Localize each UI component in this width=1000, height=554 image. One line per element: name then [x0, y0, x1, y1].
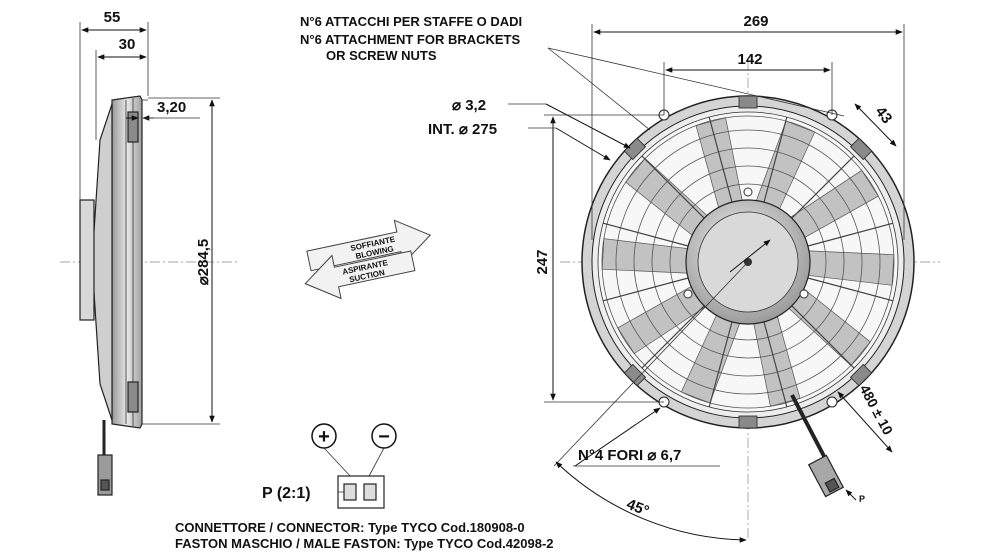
fan-grille — [601, 115, 895, 409]
dim-cable: 480 ± 10 — [857, 382, 897, 438]
connector-detail: + − P (2:1) CONNETTORE / CONNECTOR: Type… — [175, 423, 554, 551]
mount-hole — [826, 396, 838, 408]
grille-spoke — [641, 155, 705, 219]
grille-spoke — [763, 116, 788, 203]
attach-note-line3: OR SCREW NUTS — [326, 48, 437, 63]
plus-symbol: + — [318, 426, 330, 448]
grille-ring — [615, 129, 881, 395]
front-cable: P — [790, 394, 865, 504]
dim-43: 43 — [872, 103, 896, 127]
dim-width-mount: 142 — [737, 51, 762, 68]
grille-ring — [633, 147, 863, 377]
grille-ring — [601, 115, 895, 409]
grille-spoke — [763, 321, 788, 408]
airflow-indicator: SOFFIANTE BLOWING ASPIRANTE SUCTION — [304, 219, 432, 300]
attachment-tab — [738, 415, 758, 429]
dim-flange: 3,20 — [157, 99, 186, 116]
fan-side-profile — [79, 95, 148, 429]
attach-note-line1: N°6 ATTACCHI PER STAFFE O DADI — [300, 14, 522, 29]
attachment-tab — [623, 137, 647, 161]
grille-spoke — [791, 305, 855, 369]
grille-ring — [669, 183, 827, 341]
connector-spec: CONNETTORE / CONNECTOR: Type TYCO Cod.18… — [175, 520, 525, 535]
minus-symbol: − — [378, 426, 390, 448]
front-view: P 269 142 247 43 480 ± 10 N°6 ATTACCHI P… — [300, 13, 940, 543]
detail-ref: P — [859, 494, 865, 504]
grille-ring — [651, 165, 845, 359]
detail-label: P (2:1) — [262, 485, 311, 502]
grille-spoke — [708, 116, 733, 203]
grille-spoke — [641, 305, 705, 369]
grille-spoke — [602, 222, 689, 247]
dim-depth-body: 30 — [119, 36, 136, 53]
connector-housing — [337, 475, 385, 509]
attachment-tab — [738, 95, 758, 109]
mount-holes-note: N°4 FORI ⌀ 6,7 — [578, 447, 681, 464]
side-view: 55 30 3,20 ⌀284,5 — [60, 9, 240, 496]
dim-depth-total: 55 — [104, 9, 121, 26]
grille-spoke — [807, 222, 894, 247]
dim-int: INT. ⌀ 275 — [428, 121, 497, 138]
grille-spoke — [807, 277, 894, 302]
angle-label: 45° — [624, 496, 651, 520]
attachment-tab — [623, 363, 647, 387]
attach-note-line2: N°6 ATTACHMENT FOR BRACKETS — [300, 32, 520, 47]
dim-hole: ⌀ 3,2 — [452, 97, 486, 114]
attachment-points — [623, 95, 873, 429]
dim-height: 247 — [534, 249, 551, 274]
grille-spoke — [708, 321, 733, 408]
grille-spoke — [602, 277, 689, 302]
side-cable — [97, 420, 113, 496]
attachment-tab — [849, 363, 873, 387]
grille-spoke — [791, 155, 855, 219]
faston-spec: FASTON MASCHIO / MALE FASTON: Type TYCO … — [175, 536, 554, 551]
dim-width-total: 269 — [743, 13, 768, 30]
dim-diameter: ⌀284,5 — [195, 239, 212, 286]
